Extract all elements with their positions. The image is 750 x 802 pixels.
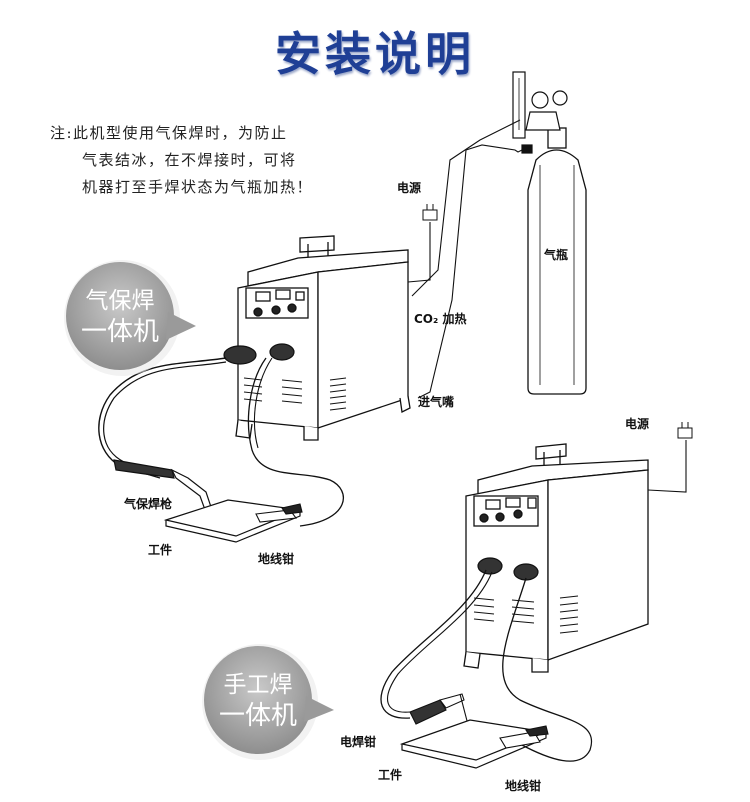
mma-badge-line1: 手工焊 (223, 672, 293, 698)
label-gas-inlet: 进气嘴 (418, 395, 455, 409)
note-line-3: 机器打至手焊状态为气瓶加热！ (82, 178, 314, 196)
ground-clamp-1 (255, 503, 303, 523)
label-workpiece-2: 工件 (378, 768, 403, 782)
label-ground-clamp-1: 地线钳 (258, 552, 295, 566)
mig-welder-machine (235, 235, 411, 441)
note-line-1: 注:此机型使用气保焊时，为防止 (50, 124, 288, 142)
ground-clamp-2 (499, 725, 549, 749)
gas-cylinder (527, 127, 587, 395)
power-plug-2 (677, 422, 693, 439)
mig-badge-line2: 一体机 (80, 317, 159, 347)
power-cable-1 (407, 222, 431, 283)
mma-badge-line2: 一体机 (218, 701, 297, 731)
ground-cable-2 (502, 577, 593, 762)
label-electrode-holder: 电焊钳 (340, 735, 377, 749)
heater-cable (411, 119, 521, 297)
torch-cable (98, 357, 227, 479)
page-title: 安装说明 (275, 27, 475, 81)
mig-badge-line1: 气保焊 (85, 288, 155, 314)
label-co2-heat: CO₂ 加热 (414, 312, 467, 326)
power-cable-2 (647, 440, 687, 493)
label-power-1: 电源 (397, 181, 422, 195)
label-ground-clamp-2: 地线钳 (505, 779, 542, 793)
mig-badge-text: 气保焊 一体机 (65, 286, 175, 348)
electrode-holder (409, 693, 473, 741)
note-line-2: 气表结冰，在不焊接时，可将 (82, 151, 297, 169)
usage-note: 注:此机型使用气保焊时，为防止 气表结冰，在不焊接时，可将 机器打至手焊状态为气… (50, 120, 313, 201)
electrode-cable (380, 569, 487, 719)
power-plug-1 (422, 204, 438, 221)
label-workpiece-1: 工件 (148, 543, 173, 557)
mma-welder-machine (463, 443, 649, 673)
mma-badge-text: 手工焊 一体机 (203, 670, 313, 732)
mma-badge (202, 644, 334, 760)
ground-cable-1 (247, 357, 344, 527)
torch-connector (223, 343, 295, 365)
mig-badge (64, 260, 196, 376)
label-power-2: 电源 (625, 417, 650, 431)
label-mig-torch: 气保焊枪 (124, 497, 173, 511)
gas-hose (417, 144, 523, 399)
label-gas-cylinder: 气瓶 (544, 248, 569, 262)
gas-regulator (512, 71, 568, 154)
